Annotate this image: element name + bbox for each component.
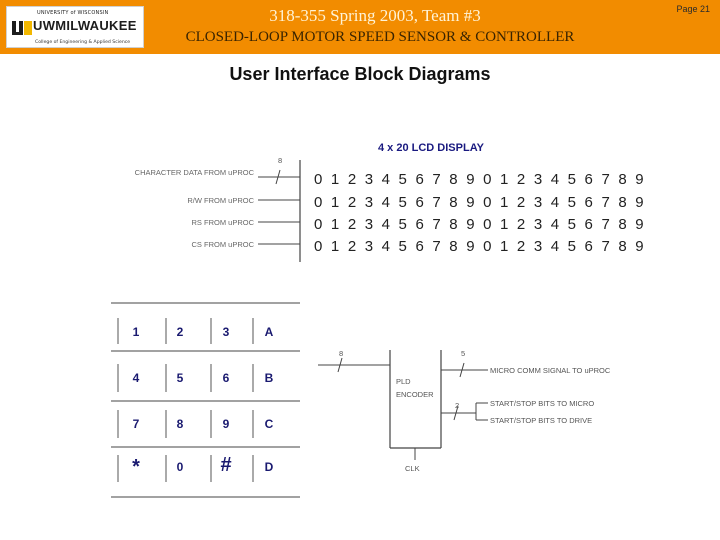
key-7[interactable]: 7 <box>132 417 140 431</box>
output-start-drive-label: START/STOP BITS TO DRIVE <box>490 416 593 425</box>
output-micro-slash <box>459 362 465 378</box>
key-2[interactable]: 2 <box>176 325 184 339</box>
key-hash[interactable]: # <box>220 454 232 476</box>
output-start-slash <box>453 405 459 421</box>
page-title: User Interface Block Diagrams <box>229 64 491 84</box>
lcd-signal-data: CHARACTER DATA FROM uPROC <box>134 168 254 177</box>
lcd-display-title: 4 x 20 LCD DISPLAY <box>378 142 484 154</box>
key-1[interactable]: 1 <box>132 325 140 339</box>
encoder-label-pld: PLD <box>396 377 411 386</box>
key-5[interactable]: 5 <box>176 371 184 385</box>
lcd-signal-cs: CS FROM uPROC <box>191 240 254 249</box>
course-title: 318-355 Spring 2003, Team #3 <box>269 6 481 25</box>
lcd-row-2: 0 1 2 3 4 5 6 7 8 9 0 1 2 3 4 5 6 7 8 9 <box>314 194 646 211</box>
key-0[interactable]: 0 <box>176 460 184 474</box>
lcd-row-1: 0 1 2 3 4 5 6 7 8 9 0 1 2 3 4 5 6 7 8 9 <box>314 171 646 188</box>
key-b[interactable]: B <box>264 371 274 385</box>
key-9[interactable]: 9 <box>222 417 230 431</box>
output-micro-comm-label: MICRO COMM SIGNAL TO uPROC <box>490 366 611 375</box>
uwm-emblem-icon <box>11 19 33 39</box>
key-a[interactable]: A <box>264 325 274 339</box>
key-3[interactable]: 3 <box>222 325 230 339</box>
encoder-clock-label: CLK <box>405 464 420 473</box>
lcd-bus-slash <box>275 169 281 185</box>
key-8[interactable]: 8 <box>176 417 184 431</box>
logo-name-text: UWMILWAUKEE <box>33 18 137 33</box>
lcd-bus-width: 8 <box>278 156 283 165</box>
project-title: CLOSED-LOOP MOTOR SPEED SENSOR & CONTROL… <box>185 29 575 45</box>
encoder-input-width: 8 <box>339 349 344 358</box>
logo-college-text: College of Engineering & Applied Science <box>35 40 131 45</box>
logo-university-text: UNIVERSITY of WISCONSIN <box>37 10 109 16</box>
lcd-row-4: 0 1 2 3 4 5 6 7 8 9 0 1 2 3 4 5 6 7 8 9 <box>314 238 646 255</box>
encoder-output-width-mid: 2 <box>455 401 460 410</box>
key-d[interactable]: D <box>264 460 274 474</box>
key-4[interactable]: 4 <box>132 371 140 385</box>
lcd-row-3: 0 1 2 3 4 5 6 7 8 9 0 1 2 3 4 5 6 7 8 9 <box>314 216 646 233</box>
key-c[interactable]: C <box>264 417 274 431</box>
header-bar: UNIVERSITY of WISCONSIN UWMILWAUKEE Coll… <box>0 0 720 54</box>
page-number: Page 21 <box>676 4 710 14</box>
lcd-signal-rs: RS FROM uPROC <box>191 218 254 227</box>
university-logo: UNIVERSITY of WISCONSIN UWMILWAUKEE Coll… <box>6 6 144 48</box>
keypad-bus-slash <box>337 357 343 373</box>
key-6[interactable]: 6 <box>222 371 230 385</box>
output-start-micro-label: START/STOP BITS TO MICRO <box>490 399 595 408</box>
key-star[interactable]: * <box>132 456 140 478</box>
encoder-label-encoder: ENCODER <box>396 390 434 399</box>
key-separators <box>117 318 254 482</box>
lcd-signal-rw: R/W FROM uPROC <box>187 196 254 205</box>
encoder-output-width-top: 5 <box>461 349 466 358</box>
